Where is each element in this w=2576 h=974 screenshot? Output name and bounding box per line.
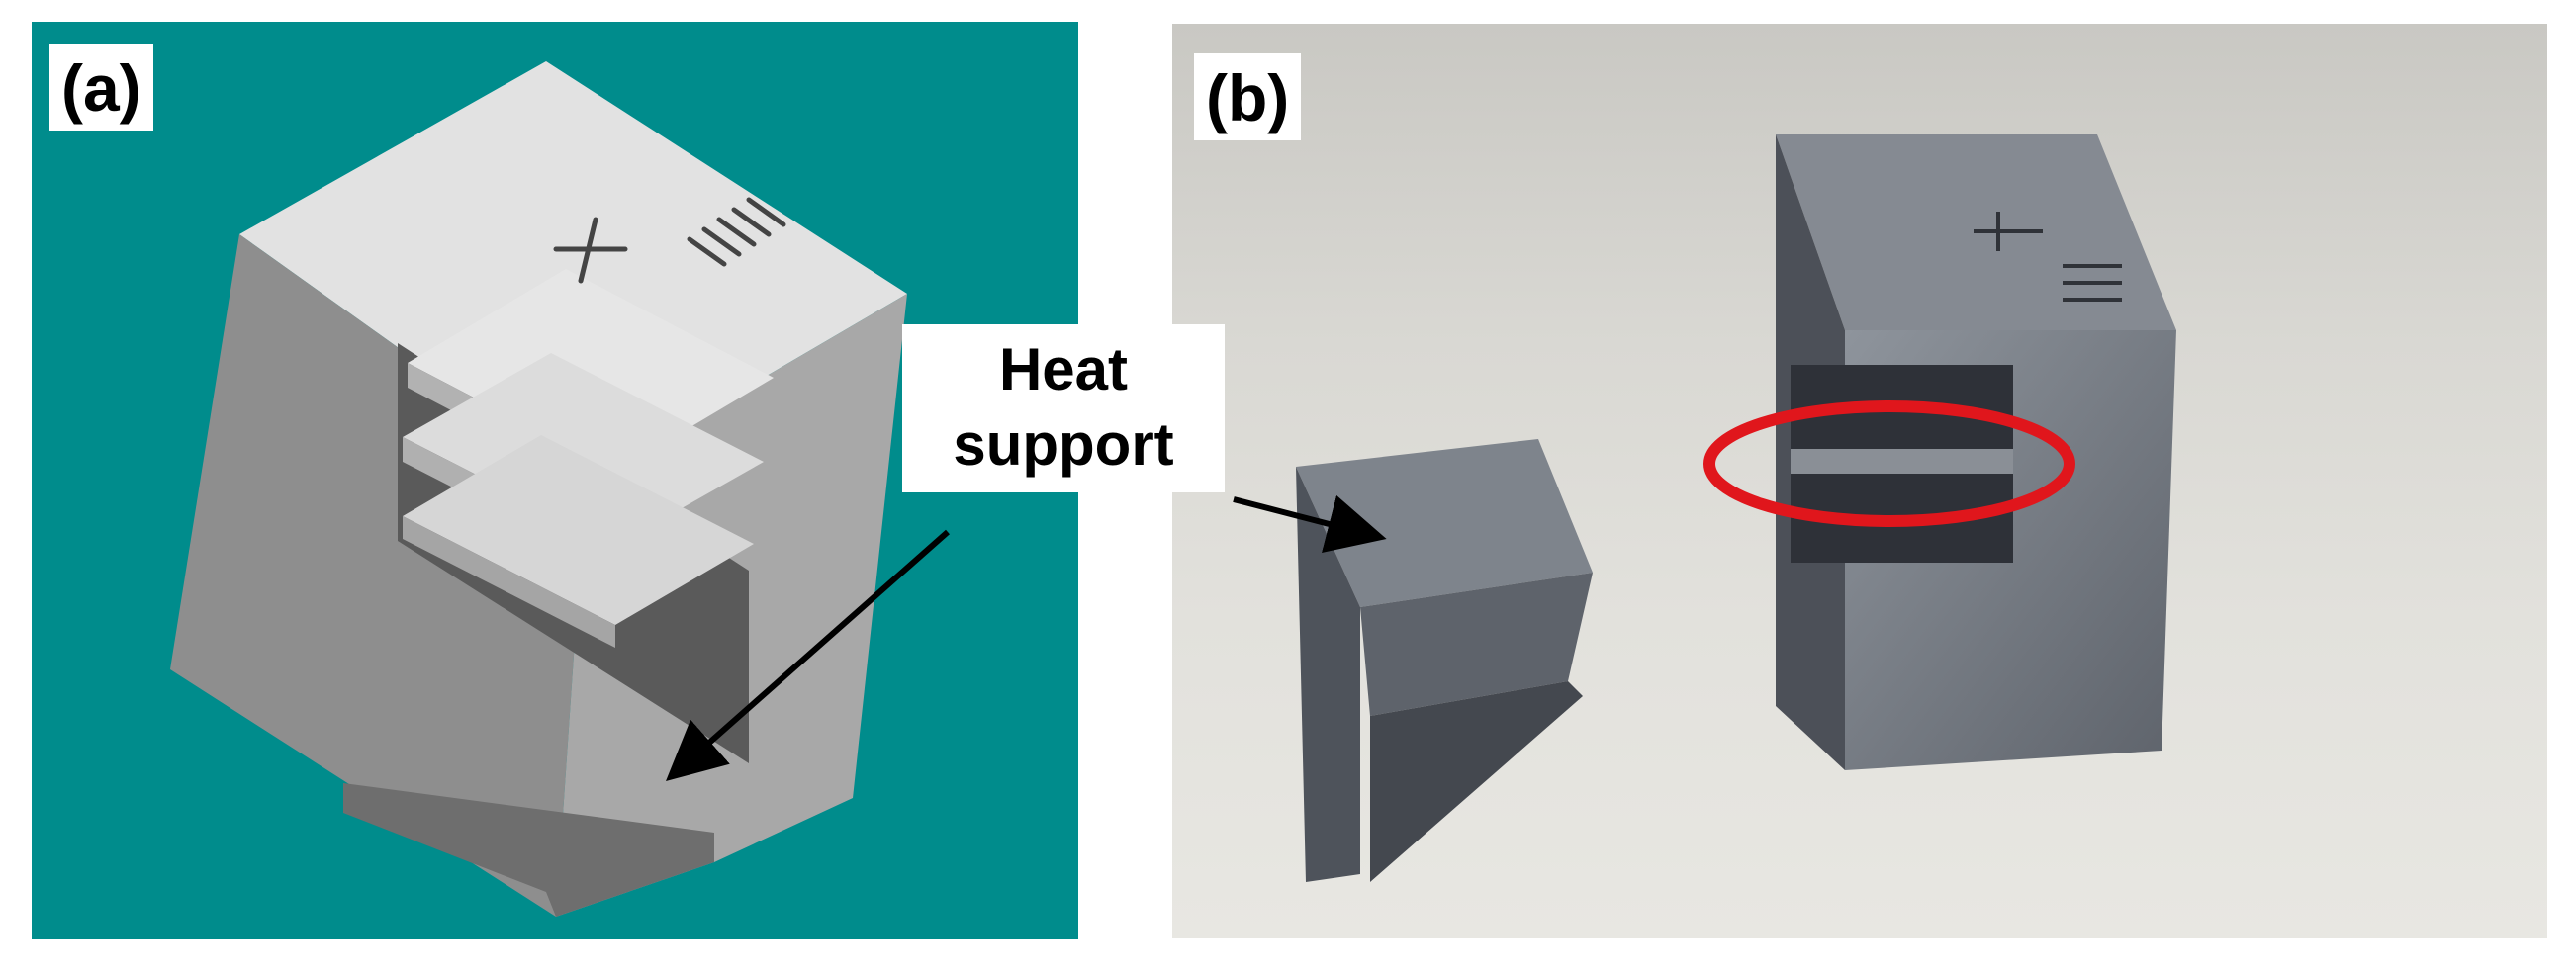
- panel-a-label: (a): [49, 44, 153, 131]
- cube-bottom-notch: [343, 783, 714, 917]
- printed-parts-photo: [1296, 134, 2176, 882]
- lower-shelf-top: [403, 435, 754, 625]
- lower-shelf-edge: [403, 516, 615, 648]
- top-engravings-printed: [1974, 212, 2122, 302]
- printed-cube-icon: [1776, 134, 2176, 770]
- panel-b-label: (b): [1194, 53, 1302, 140]
- heat-support-callout: Heat support: [902, 324, 1225, 492]
- cube-left-face: [170, 234, 586, 917]
- top-engravings: [553, 197, 786, 284]
- printed-heat-support-icon: [1296, 439, 1593, 882]
- callout-line-2: support: [953, 411, 1174, 478]
- panel-b-photo: (b): [1172, 24, 2547, 938]
- callout-line-1: Heat: [998, 336, 1129, 402]
- red-ellipse-highlight-icon: [1703, 400, 2075, 527]
- middle-shelf-top: [403, 353, 764, 546]
